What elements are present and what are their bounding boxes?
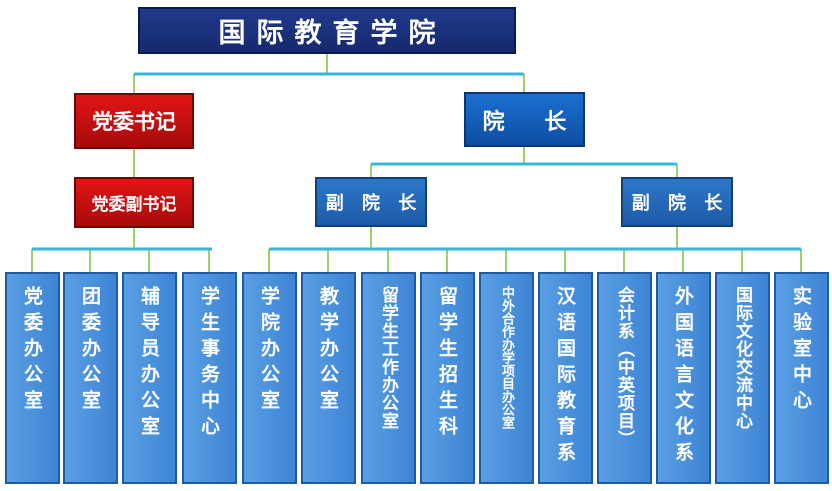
- dept-label: 中外合作办学项目办公室: [499, 286, 514, 429]
- dept-box-intl-student-office: 留学生工作办公室: [361, 272, 416, 484]
- dept-label: 会计系（中英项目）: [614, 286, 634, 448]
- dept-box-intl-admissions: 留学生招生科: [420, 272, 475, 484]
- dept-box-student-affairs: 学生事务中心: [182, 272, 237, 484]
- party-secretary-box: 党委书记: [74, 93, 194, 149]
- dept-label: 学生事务中心: [198, 286, 220, 442]
- vice-dean-box-1: 副 院 长: [315, 177, 427, 227]
- dept-label: 团委办公室: [79, 286, 101, 416]
- dept-box-chinese-education: 汉语国际教育系: [538, 272, 593, 484]
- dept-label: 外国语言文化系: [672, 286, 694, 468]
- dept-box-counselor-office: 辅导员办公室: [122, 272, 177, 484]
- dept-label: 学院办公室: [258, 286, 280, 416]
- dept-box-college-office: 学院办公室: [242, 272, 297, 484]
- dept-label: 留学生工作办公室: [378, 286, 398, 430]
- dept-box-youth-league: 团委办公室: [63, 272, 118, 484]
- dept-label: 辅导员办公室: [138, 286, 160, 442]
- dept-box-teaching-office: 教学办公室: [301, 272, 356, 484]
- dept-label: 汉语国际教育系: [554, 286, 576, 468]
- dept-box-accounting: 会计系（中英项目）: [597, 272, 652, 484]
- deputy-party-secretary-box: 党委副书记: [74, 177, 194, 228]
- dept-label: 党委办公室: [21, 286, 43, 416]
- dept-box-cultural-exchange: 国际文化交流中心: [715, 272, 770, 484]
- dept-label: 教学办公室: [317, 286, 339, 416]
- college-title: 国际教育学院: [138, 7, 516, 54]
- dept-label: 留学生招生科: [436, 286, 458, 442]
- dept-box-joint-program-office: 中外合作办学项目办公室: [479, 272, 534, 484]
- dept-label: 实验室中心: [790, 286, 812, 416]
- dept-box-foreign-languages: 外国语言文化系: [656, 272, 711, 484]
- dept-box-party-office: 党委办公室: [5, 272, 60, 484]
- dean-box: 院 长: [464, 92, 585, 147]
- vice-dean-box-2: 副 院 长: [621, 177, 733, 227]
- dept-label: 国际文化交流中心: [732, 286, 752, 430]
- dept-box-laboratory: 实验室中心: [774, 272, 829, 484]
